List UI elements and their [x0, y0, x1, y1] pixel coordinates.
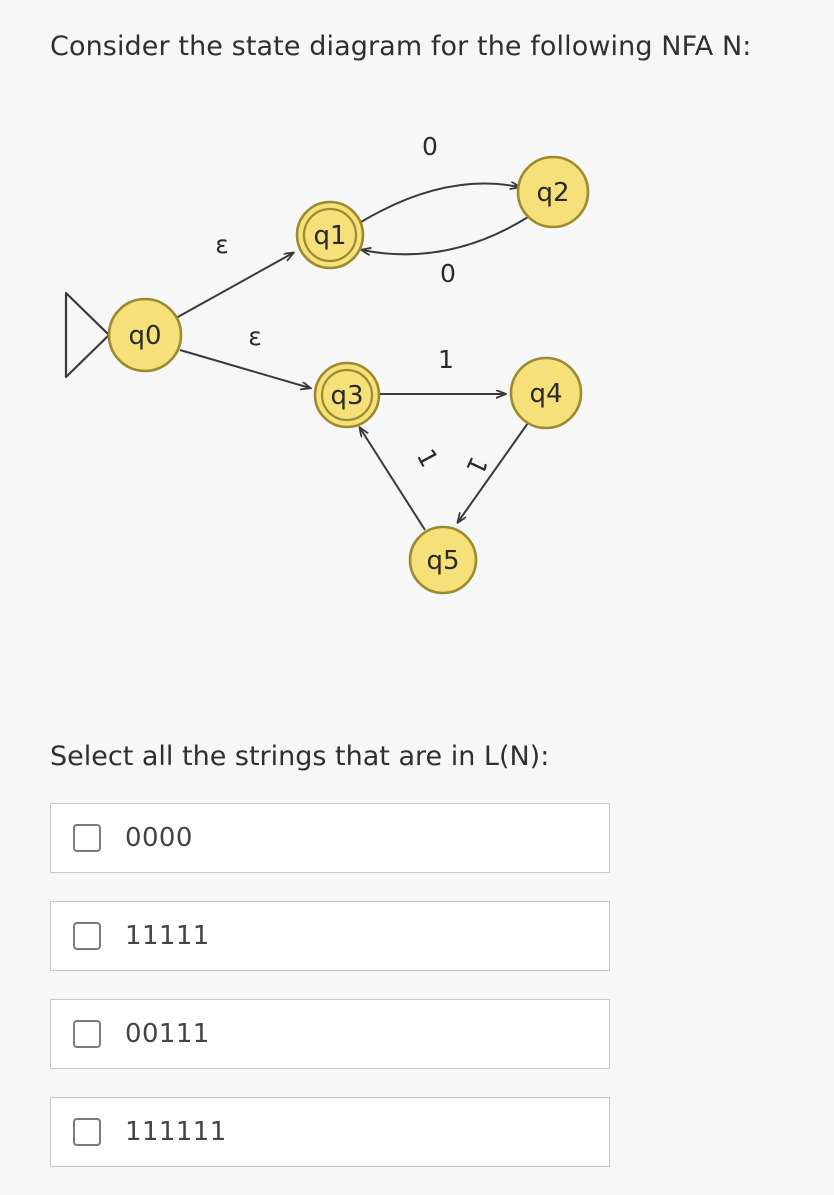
state-circle-q5 [408, 525, 478, 595]
state-circle-q1-outer [295, 200, 365, 270]
state-label-q0: q0 [128, 321, 161, 351]
edge-label-q5-q3: 1 [411, 444, 444, 472]
checkbox-option-2[interactable] [73, 1020, 101, 1048]
options-list: 0000 11111 00111 111111 [50, 803, 610, 1195]
option-row-2[interactable]: 00111 [50, 999, 610, 1069]
state-label-q3: q3 [330, 381, 363, 411]
edge-label-q3-q4: 1 [438, 345, 454, 374]
state-circle-q3-inner [320, 368, 374, 422]
state-circle-q3-outer [313, 361, 381, 429]
start-arrow-marker [64, 291, 111, 379]
state-node-q4: q4 [509, 356, 583, 430]
edge-q5-q3 [360, 428, 426, 531]
state-label-q1: q1 [313, 221, 346, 251]
state-label-q2: q2 [536, 178, 569, 208]
state-circle-q1-inner [302, 207, 358, 263]
checkbox-option-3[interactable] [73, 1118, 101, 1146]
state-circle-q0 [107, 297, 183, 373]
option-row-0[interactable]: 0000 [50, 803, 610, 873]
edge-q0-q1 [175, 253, 293, 319]
edge-q4-q5 [458, 422, 529, 522]
edge-label-q0-q1: ε [215, 230, 229, 259]
edge-label-q0-q3: ε [248, 322, 262, 351]
state-node-q2: q2 [516, 155, 590, 229]
option-row-1[interactable]: 11111 [50, 901, 610, 971]
option-row-3[interactable]: 111111 [50, 1097, 610, 1167]
option-label-0: 0000 [125, 823, 193, 853]
question-prompt: Select all the strings that are in L(N): [50, 741, 550, 772]
edge-q2-q1 [362, 216, 529, 254]
state-label-q5: q5 [426, 546, 459, 576]
edge-q0-q3 [179, 349, 310, 388]
state-node-q5: q5 [408, 525, 478, 595]
edge-label-q2-q1: 0 [440, 259, 456, 288]
option-label-3: 111111 [125, 1117, 227, 1147]
edge-label-q1-q2: 0 [422, 132, 438, 161]
state-circle-q4 [509, 356, 583, 430]
edge-label-q4-q5: 1 [460, 452, 493, 479]
option-label-1: 11111 [125, 921, 210, 951]
state-circle-q2 [516, 155, 590, 229]
state-diagram-canvas: q0 q1 q2 q3 q4 [64, 132, 590, 595]
checkbox-option-1[interactable] [73, 922, 101, 950]
state-label-q4: q4 [529, 379, 562, 409]
page-title: Consider the state diagram for the follo… [50, 31, 752, 62]
edge-q1-q2 [360, 184, 519, 223]
option-label-2: 00111 [125, 1019, 210, 1049]
state-node-q3: q3 [313, 361, 381, 429]
state-node-q1: q1 [295, 200, 365, 270]
state-node-q0: q0 [107, 297, 183, 373]
checkbox-option-0[interactable] [73, 824, 101, 852]
nfa-state-diagram: q0 q1 q2 q3 q4 [50, 110, 670, 630]
